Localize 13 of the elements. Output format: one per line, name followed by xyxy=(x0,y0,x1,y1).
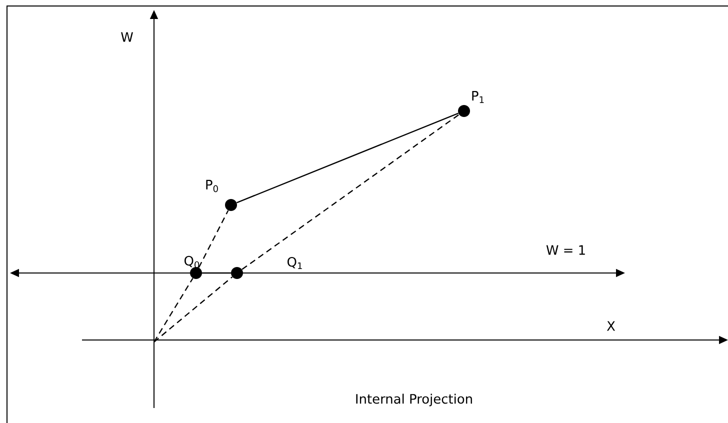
line-segment xyxy=(236,112,458,204)
dashed-line xyxy=(198,210,229,268)
dashed-line xyxy=(154,276,233,342)
point-label: Q$_{1}$ xyxy=(288,256,302,270)
caption: Internal Projection xyxy=(356,394,472,406)
point-label: P$_{0}$ xyxy=(206,180,218,192)
dashed-line xyxy=(154,278,194,342)
axis-label: X xyxy=(606,321,616,331)
point-label: P$_{1}$ xyxy=(472,91,484,103)
dashed-line xyxy=(242,114,460,270)
line-label: W = 1 xyxy=(546,245,585,255)
axis-label: W xyxy=(121,32,133,42)
line-segment xyxy=(202,272,231,274)
